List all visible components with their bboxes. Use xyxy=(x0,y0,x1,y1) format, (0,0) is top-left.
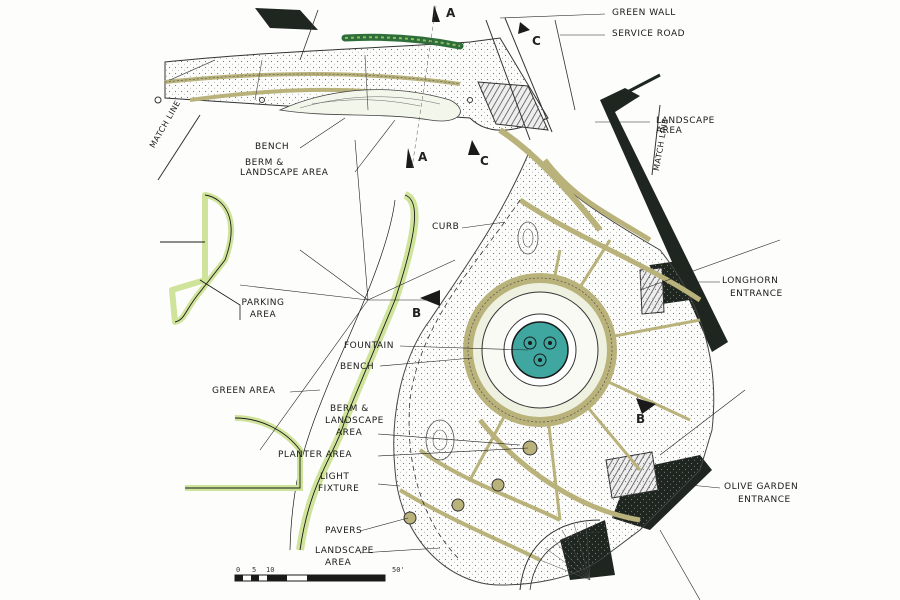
label-light-2: Fixture xyxy=(318,484,360,494)
scale-tick-10: 10 xyxy=(266,566,275,574)
label-longhorn-2: Entrance xyxy=(730,289,783,299)
scale-bar xyxy=(234,574,386,582)
section-c-bottom: C xyxy=(480,154,489,168)
label-pavers: Pavers xyxy=(325,526,363,536)
planter xyxy=(491,478,505,492)
parking-grid xyxy=(477,17,576,141)
label-planter-area: Planter Area xyxy=(278,450,353,460)
scale-tick-0: 0 xyxy=(236,566,241,574)
section-a-bottom: A xyxy=(418,150,428,164)
planter xyxy=(451,498,465,512)
label-curb: Curb xyxy=(432,222,460,232)
section-c-top: C xyxy=(532,34,541,48)
fountain xyxy=(511,321,569,379)
scale-tick-50: 50' xyxy=(392,566,405,574)
label-landscape-bottom-1: Landscape xyxy=(315,546,374,556)
green-wall xyxy=(341,33,464,50)
section-b-left: B xyxy=(412,306,422,320)
label-olive-1: Olive Garden xyxy=(724,482,799,492)
label-green-area: Green Area xyxy=(212,386,276,396)
label-longhorn-1: Longhorn xyxy=(722,276,779,286)
top-promenade xyxy=(154,33,549,131)
label-landscape-bottom-2: Area xyxy=(325,558,352,568)
label-fountain: Fountain xyxy=(344,341,394,351)
scale-tick-5: 5 xyxy=(252,566,257,574)
label-parking-1: Parking xyxy=(241,298,285,308)
label-berm-top-1: Berm & xyxy=(245,158,284,168)
label-berm-mid-1: Berm & xyxy=(330,404,369,414)
section-a-top: A xyxy=(446,6,456,20)
leader-lines xyxy=(239,13,781,600)
label-green-wall: Green Wall xyxy=(612,8,676,18)
planter xyxy=(403,511,417,525)
section-marker-glyphs xyxy=(406,5,656,414)
label-berm-mid-3: Area xyxy=(336,428,363,438)
label-landscape-area-top: Landscape Area xyxy=(656,116,715,136)
label-service-road: Service Road xyxy=(612,29,686,39)
label-bench-mid: Bench xyxy=(340,362,375,372)
label-bench-top: Bench xyxy=(255,142,290,152)
main-plaza xyxy=(393,127,715,591)
dark-block xyxy=(255,8,318,30)
label-berm-mid-2: Landscape xyxy=(325,416,384,426)
label-light-1: Light xyxy=(320,472,350,482)
label-olive-2: Entrance xyxy=(738,495,791,505)
label-berm-top-2: Landscape Area xyxy=(240,168,329,178)
label-parking-2: Area xyxy=(249,310,277,320)
building-wall-top xyxy=(600,88,728,352)
section-b-right: B xyxy=(636,412,646,426)
green-berms xyxy=(160,191,419,551)
